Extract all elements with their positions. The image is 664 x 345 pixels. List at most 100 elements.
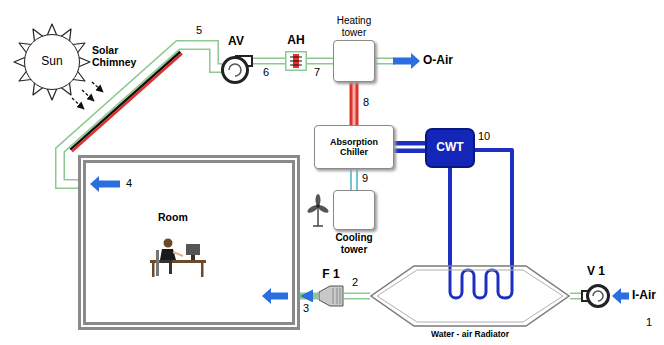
radiator-outer: [371, 266, 569, 326]
node-text: CWT: [436, 141, 463, 155]
chair: [156, 250, 159, 276]
node-text: Absorption Chiller: [315, 137, 393, 158]
callout-number: 5: [196, 24, 202, 37]
flow-label: I-Air: [632, 289, 656, 303]
connector-group: [252, 60, 285, 61]
pipe-connector: [252, 57, 285, 64]
part-label: V 1: [587, 265, 605, 279]
part-label: Room: [158, 211, 188, 223]
fan-symbol: AV: [220, 52, 252, 84]
pipe-core: [353, 82, 356, 125]
callout-number: 2: [352, 276, 358, 289]
part-label: Heating tower: [328, 15, 380, 38]
desk-leg: [201, 263, 204, 277]
pipe-core: [352, 169, 356, 190]
fan-base: [313, 225, 323, 227]
callout-number: 6: [263, 66, 269, 79]
fan-blade: [317, 204, 330, 214]
exhaust-pipe: [375, 58, 395, 65]
filter-mesh: [340, 288, 341, 304]
connector-group: [475, 150, 512, 265]
monitor: [186, 244, 200, 255]
process-box: Absorption Chiller: [314, 125, 394, 169]
callout-number: 9: [362, 172, 368, 185]
part-label: Water - air Radiator: [370, 330, 570, 340]
person-head: [164, 239, 173, 248]
supply-air-arrow: [262, 288, 288, 304]
pipe-core: [344, 294, 370, 298]
fan-outline: [220, 52, 252, 84]
radiator-outline: [370, 265, 570, 327]
callout-number: 1: [646, 316, 652, 329]
room-box: Room: [78, 155, 300, 330]
person-at-desk: [150, 239, 206, 278]
part-label: Cooling tower: [328, 232, 380, 255]
filter-outline: [318, 285, 344, 307]
fan-spiral: [229, 64, 241, 76]
pipe-connector: [394, 141, 425, 153]
heater-fin: [290, 65, 302, 66]
fan-spiral: [593, 291, 603, 301]
part-label: Solar Chimney: [92, 44, 144, 68]
fan-symbol: V 1: [582, 282, 610, 310]
radiation-arrow: [72, 98, 84, 109]
pipe-connector: [448, 168, 452, 265]
connector-group: [450, 168, 451, 265]
filter-symbol: F 1: [318, 285, 344, 307]
fan-outline: [582, 282, 610, 310]
monitor-stand: [191, 255, 195, 260]
heater-symbol: AH: [285, 51, 307, 71]
callout-number: 7: [314, 66, 320, 79]
inlet-air-arrow: [612, 288, 629, 304]
heater-outline: [285, 51, 307, 71]
tank-box: CWT: [425, 128, 475, 168]
pipe-connector: [300, 292, 318, 299]
exhaust-room-arrow: [90, 176, 120, 192]
part-label: AV: [228, 35, 244, 49]
exhaust-pipe-core: [375, 59, 395, 63]
flow-label: O-Air: [423, 54, 453, 68]
connector-group: [354, 169, 355, 190]
connector-group: [344, 296, 370, 297]
callout-number: 8: [363, 96, 369, 109]
callout-number: 4: [126, 177, 132, 190]
node-text: Sun: [41, 55, 62, 69]
part-label: F 1: [322, 268, 339, 282]
radiation-arrow: [82, 90, 94, 101]
filter-mesh: [333, 288, 334, 304]
pipe-connector: [344, 293, 370, 300]
tower-box: Heating tower: [333, 40, 375, 82]
tower-box: Cooling tower: [333, 190, 375, 230]
connector-group: [570, 296, 582, 297]
connector-group: [394, 147, 425, 148]
sun-rays: [14, 24, 90, 100]
fan-housing: [588, 286, 609, 307]
heater-casing: [286, 52, 307, 71]
radiation-arrows: [72, 82, 103, 109]
pipe-core: [307, 59, 333, 63]
heater-fin: [290, 57, 302, 58]
callout-number: 10: [478, 130, 490, 143]
person-torso: [160, 249, 176, 260]
pipe-core: [252, 59, 285, 63]
callout-number: 3: [303, 302, 309, 315]
person-arm: [173, 252, 183, 256]
radiator-inner: [377, 270, 563, 322]
cooling-fan: [306, 194, 329, 226]
pipe-core: [394, 146, 425, 149]
pipe-connector: [475, 150, 512, 265]
connector-group: [300, 295, 318, 296]
desk-leg: [152, 263, 155, 277]
fan-blade: [316, 194, 321, 206]
fan-stand: [317, 206, 319, 226]
pipe-connector: [307, 58, 333, 65]
connector-group: [307, 61, 333, 62]
filter-mesh: [337, 288, 338, 304]
heater-fin: [290, 61, 302, 62]
absorber-plate-hot: [72, 54, 182, 152]
part-label: AH: [287, 34, 304, 48]
radiation-arrow: [92, 82, 103, 92]
outlet-air-arrow: [393, 53, 420, 69]
